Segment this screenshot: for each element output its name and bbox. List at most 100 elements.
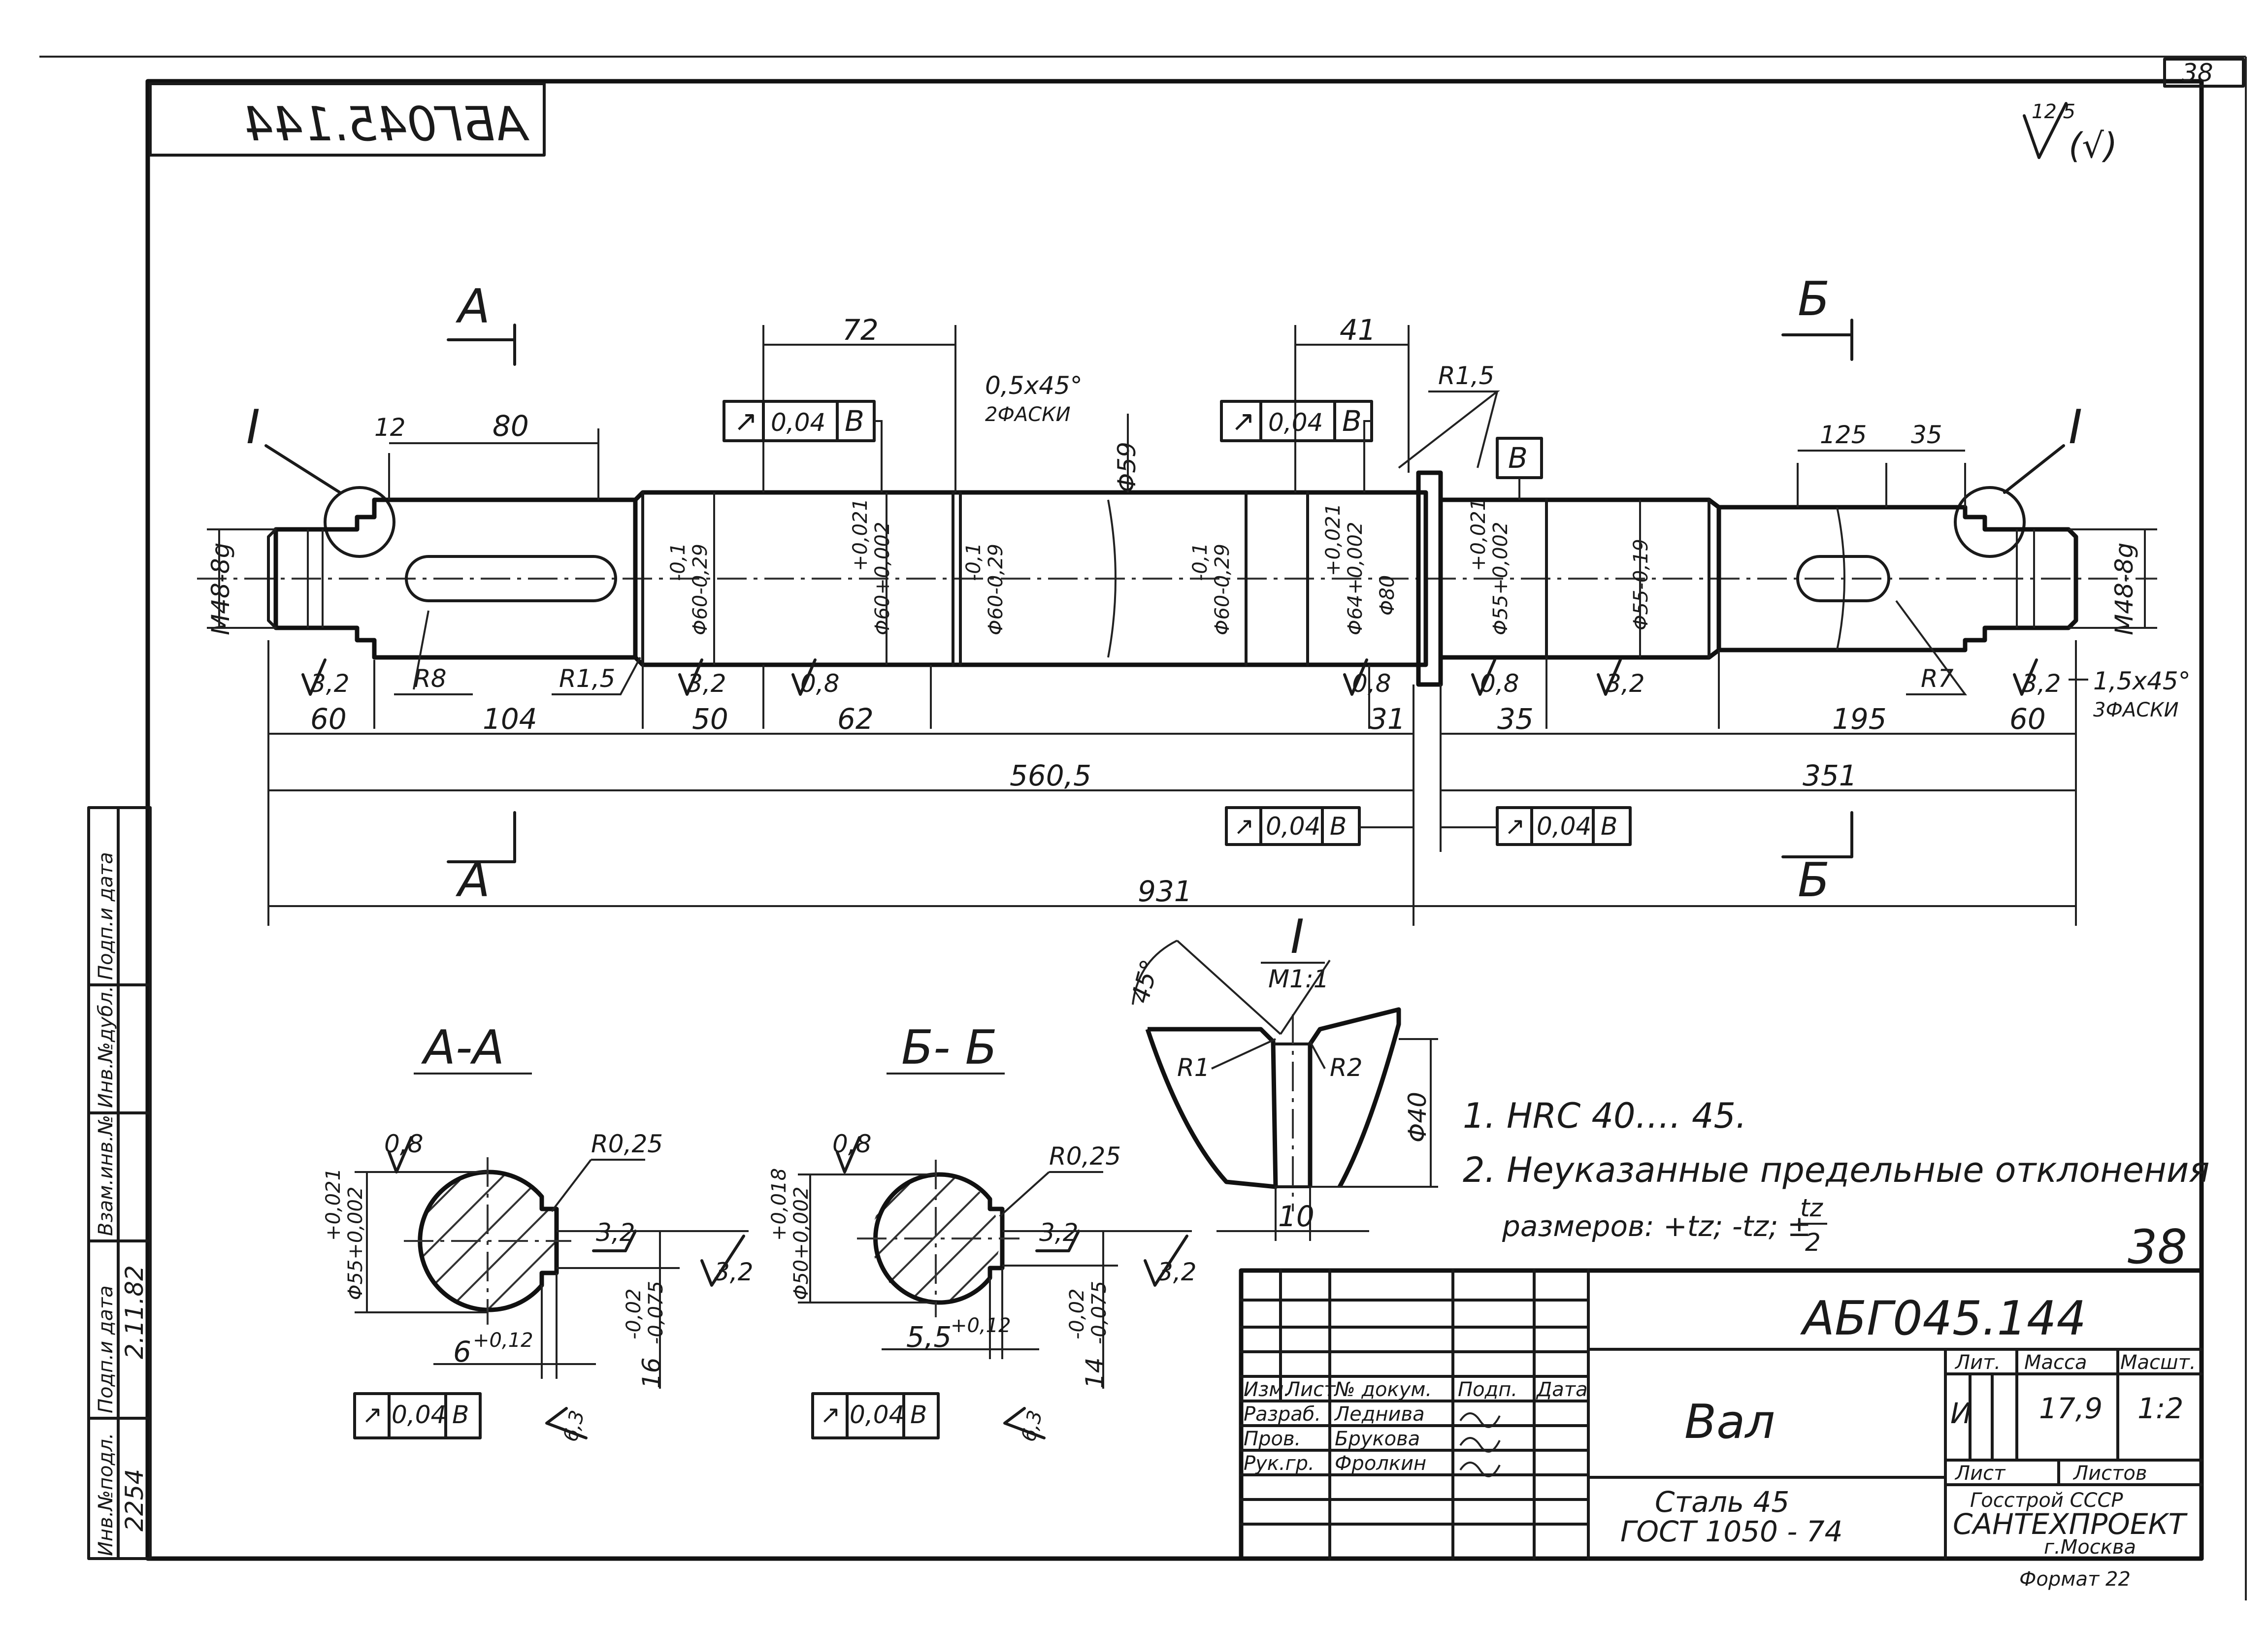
material-1: Сталь 45 — [1655, 1485, 1789, 1519]
tol-frame3-value: 0,04 — [1266, 812, 1320, 841]
dim-195: 195 — [1832, 702, 1887, 736]
dim-31: 31 — [1369, 702, 1406, 736]
dia-60c: Φ60-0,29 — [985, 544, 1007, 635]
section-aa: А-А +0,021 Φ55+0,002 0,8 R0,25 3,2 3,2 1… — [322, 1021, 754, 1444]
detail-dia: Φ40 — [1403, 1092, 1432, 1142]
listov-header: Листов — [2072, 1462, 2147, 1485]
row1-name: Леднива — [1334, 1403, 1425, 1426]
radius-r8: R8 — [414, 664, 447, 693]
bb-key-h-tol: -0,02 — [1066, 1289, 1088, 1340]
sheet-number-small: 38 — [2128, 1220, 2187, 1274]
row3-name: Фролкин — [1335, 1452, 1426, 1475]
tol-frame2-datum: В — [1342, 404, 1362, 438]
aa-tol: 0,04 — [392, 1401, 446, 1429]
hdr-podp: Подп. — [1458, 1378, 1517, 1401]
dia-60d-upper: -0,1 — [1189, 543, 1212, 581]
sheet-frame: 38 АБГ045.144 12,5 (√) — [39, 56, 2247, 1600]
chamfer-1: 0,5x45° — [985, 371, 1083, 400]
dia-60c-upper: -0,1 — [962, 543, 985, 581]
chamfer-1-note: 2ФАСКИ — [985, 403, 1071, 426]
notes: 1. HRC 40…. 45. 2. Неуказанные предельны… — [1463, 1096, 2209, 1274]
side-vzam: Взам.инв.№ — [95, 1115, 117, 1236]
tol-frame1-value: 0,04 — [771, 408, 825, 437]
dia-64-upper: +0,021 — [1322, 503, 1345, 576]
note-3: размеров: +tz; -tz; ± — [1502, 1209, 1811, 1243]
row1-role: Разраб. — [1244, 1403, 1321, 1426]
note-2: 2. Неуказанные предельные отклонения — [1463, 1150, 2209, 1190]
tol-frame3-sym: ↗ — [1234, 812, 1254, 841]
thread-right: M48-8g — [2110, 543, 2138, 635]
dia-60d: Φ60-0,29 — [1211, 544, 1234, 635]
side-podp2: Подп.и дата — [95, 852, 117, 980]
dim-60-right: 60 — [2009, 702, 2046, 736]
bb-key-w: 5,5 — [906, 1320, 952, 1354]
sheet-number: 38 — [2182, 59, 2213, 87]
rough-2: 3,2 — [687, 669, 726, 698]
rough-6: 3,2 — [1606, 669, 1645, 698]
diameter-labels: M48-8g M48-8g -0,1 Φ60-0,29 +0,021 Φ60+0… — [206, 414, 2157, 665]
dia-60b: Φ60+0,002 — [871, 522, 894, 635]
detail-mark-right: I — [2069, 400, 2082, 455]
aa-key-h-tol: -0,02 — [623, 1289, 645, 1340]
section-marks: А А Б Б I I — [246, 272, 2082, 908]
dia-60b-upper: +0,021 — [849, 498, 872, 571]
note-1: 1. HRC 40…. 45. — [1463, 1096, 1746, 1136]
note-3-frac-top: tz — [1800, 1194, 1824, 1222]
rough-5: 0,8 — [1480, 669, 1519, 698]
bb-key-w-tol: +0,12 — [951, 1314, 1011, 1337]
org-1: Госстрой СССР — [1970, 1489, 2123, 1512]
aa-datum: В — [452, 1401, 469, 1429]
chamfer-2: 1,5x45° — [2093, 667, 2191, 695]
aa-key-h-tol2: -0,075 — [645, 1281, 667, 1344]
radius-r15-top: R1,5 — [1438, 361, 1494, 390]
title-block: Изм. Лист № докум. Подп. Дата Разраб. Ле… — [1239, 1268, 2204, 1591]
bb-tol: 0,04 — [850, 1401, 904, 1429]
dim-80: 80 — [493, 409, 529, 443]
side-podp-value: 2.11.82 — [120, 1265, 149, 1359]
detail-r1: R1 — [1177, 1053, 1210, 1082]
section-aa-title: А-А — [421, 1021, 504, 1075]
row3-role: Рук.гр. — [1244, 1452, 1315, 1475]
thread-left: M48-8g — [206, 543, 235, 635]
detail-scale: M1:1 — [1268, 965, 1329, 993]
side-inv: Инв.№подл. — [95, 1433, 117, 1556]
radius-r7: R7 — [1921, 664, 1954, 693]
detail-mark-left: I — [246, 400, 260, 455]
rough-7: 3,2 — [2022, 669, 2061, 698]
aa-rough-top: 0,8 — [384, 1130, 424, 1158]
dim-72: 72 — [842, 313, 879, 347]
dim-351: 351 — [1803, 759, 1857, 792]
scale-value: 1:2 — [2137, 1392, 2183, 1425]
dia-55a-upper: +0,021 — [1467, 498, 1490, 571]
tol-frame1-sym: ↗ — [734, 404, 758, 438]
dim-35-bottom: 35 — [1497, 702, 1534, 736]
mirrored-code: АБГ045.144 — [243, 98, 530, 152]
detail-width: 10 — [1278, 1200, 1315, 1233]
rough-4: 0,8 — [1352, 669, 1391, 698]
section-bb: Б- Б +0,018 Φ50+0,002 0,8 R0,25 3,2 3,2 … — [768, 1021, 1197, 1444]
rough-3: 0,8 — [800, 669, 840, 698]
dia-55a: Φ55+0,002 — [1489, 522, 1512, 635]
roughness-marks: 3,2 3,2 0,8 0,8 0,8 3,2 3,2 — [301, 658, 2061, 698]
bb-tol-sym: ↗ — [820, 1401, 841, 1429]
dim-104: 104 — [483, 702, 537, 736]
roughness-paren: (√) — [2069, 126, 2117, 166]
detail-view: I M1:1 45° R1 R2 Φ40 10 — [1126, 910, 1438, 1241]
bottom-dimensions: R8 R1,5 R7 1,5x45° 3ФАСКИ 60 104 50 62 3… — [267, 600, 2191, 926]
dia-64: Φ64+0,002 — [1344, 522, 1367, 635]
section-bb-title: Б- Б — [901, 1021, 997, 1075]
dim-931: 931 — [1138, 875, 1192, 908]
note-3-frac-bottom: 2 — [1805, 1228, 1821, 1257]
tol-frame3-datum: В — [1330, 812, 1347, 841]
detail-title: I — [1290, 910, 1304, 964]
dia-60a-upper: -0,1 — [667, 543, 690, 581]
side-podp: Подп.и дата — [95, 1285, 117, 1413]
aa-tol-sym: ↗ — [362, 1401, 383, 1429]
tol-frame4-datum: В — [1601, 812, 1617, 841]
aa-dia: Φ55+0,002 — [344, 1187, 367, 1300]
hdr-izm: Изм. — [1244, 1378, 1290, 1401]
dia-80: Φ80 — [1376, 575, 1399, 616]
bb-dia: Φ50+0,002 — [790, 1187, 813, 1300]
title-code: АБГ045.144 — [1800, 1292, 2086, 1346]
